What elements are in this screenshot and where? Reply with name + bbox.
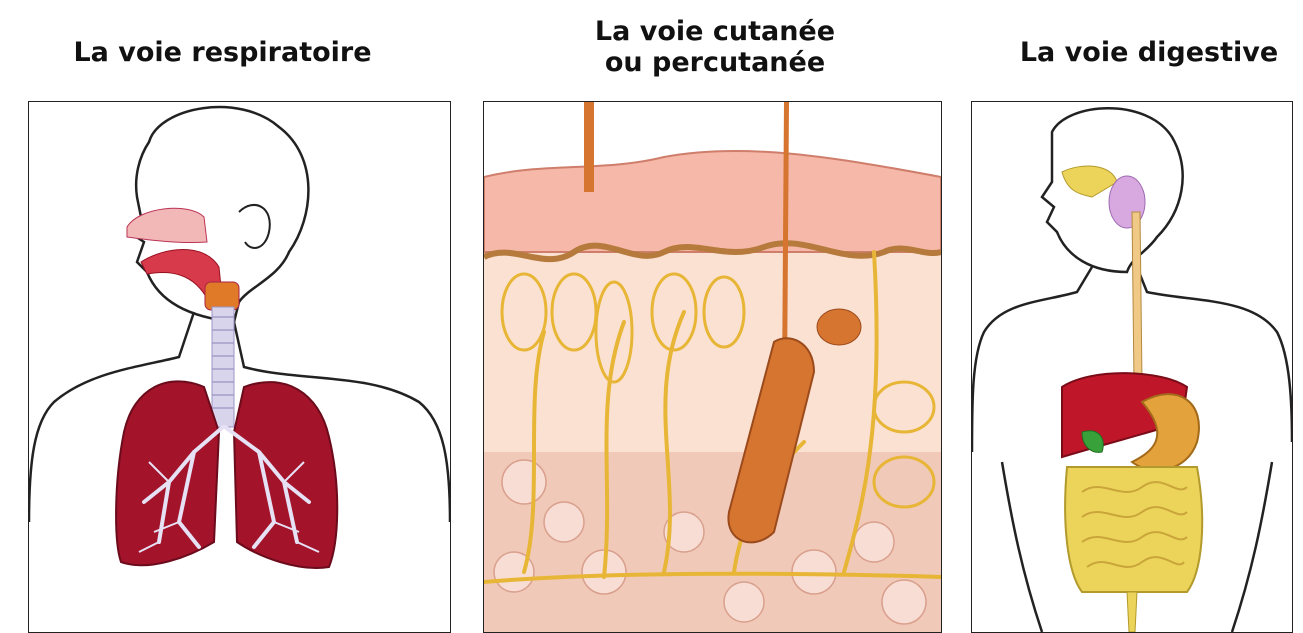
- sebaceous-gland: [817, 309, 861, 345]
- esophagus: [1132, 212, 1142, 382]
- right-lung: [234, 382, 337, 568]
- epidermis-surface: [484, 151, 941, 252]
- title-respiratory-line-1: La voie respiratoire: [35, 37, 410, 68]
- title-digestive-line-1: La voie digestive: [995, 37, 1303, 68]
- trachea: [212, 307, 234, 427]
- rectum: [1127, 592, 1137, 632]
- respiratory-system-icon: [29, 102, 450, 632]
- left-lung: [116, 381, 219, 565]
- skin-cross-section-icon: [484, 102, 941, 632]
- cutaneous-panel: [483, 101, 942, 633]
- title-cutaneous-line-1: La voie cutanée: [520, 16, 910, 47]
- title-digestive: La voie digestive: [995, 37, 1303, 68]
- digestive-system-icon: [972, 102, 1292, 632]
- large-intestine: [1065, 467, 1202, 592]
- digestive-panel: [971, 101, 1293, 633]
- larynx: [205, 282, 239, 310]
- title-respiratory: La voie respiratoire: [35, 37, 410, 68]
- nasal-cavity: [127, 208, 207, 242]
- title-cutaneous-line-2: ou percutanée: [520, 47, 910, 78]
- title-cutaneous: La voie cutanée ou percutanée: [520, 16, 910, 78]
- respiratory-panel: [28, 101, 451, 633]
- hair-shaft-short: [584, 102, 594, 192]
